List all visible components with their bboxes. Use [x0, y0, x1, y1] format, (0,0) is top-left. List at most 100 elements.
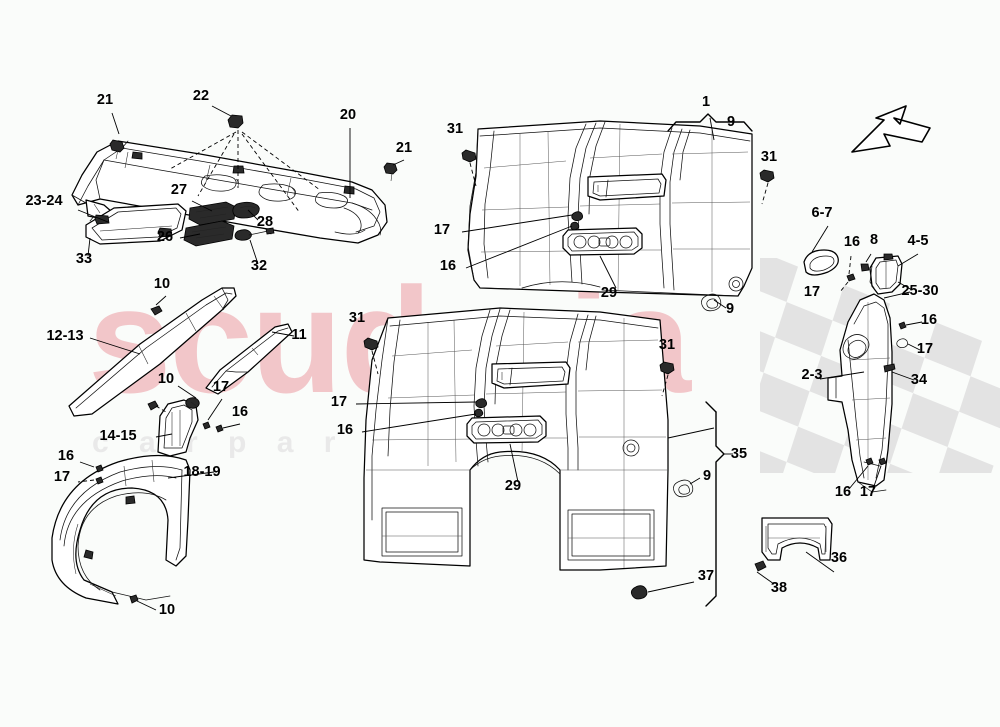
leader-35: [667, 427, 715, 439]
washer-17-above-arch: [77, 476, 104, 485]
leader-28: [247, 209, 259, 221]
leader-4-5: [897, 253, 919, 267]
clip-31-lower-right: [659, 361, 675, 397]
callout-16: 16: [440, 258, 456, 274]
leader-33: [87, 237, 91, 257]
callout-17: 17: [331, 394, 347, 410]
part-pillar-bracket-4-5: [869, 253, 903, 295]
bracket-35: [705, 401, 733, 607]
callout-34: 34: [911, 372, 927, 388]
leader-16-lower: [361, 413, 477, 433]
callout-25-30: 25-30: [901, 283, 938, 299]
leader-12-13: [89, 337, 141, 355]
clip-31-upper-right: [759, 169, 775, 205]
callout-16: 16: [835, 484, 851, 500]
pin-8-right: [860, 253, 872, 272]
callout-4-5: 4-5: [908, 233, 929, 249]
clip-31-upper-left: [461, 149, 477, 187]
fastener-22: [169, 114, 321, 214]
callout-17: 17: [860, 484, 876, 500]
callout-29: 29: [505, 478, 521, 494]
callout-20: 20: [340, 107, 356, 123]
nut-37: [630, 581, 695, 600]
callout-9: 9: [726, 301, 734, 317]
leader-25-30-b: [897, 281, 913, 291]
part-interior-handle-right-27: [188, 201, 237, 226]
callout-16: 16: [232, 404, 248, 420]
callout-10: 10: [154, 276, 170, 292]
callout-31: 31: [761, 149, 777, 165]
callout-36: 36: [831, 550, 847, 566]
leader-27: [191, 200, 213, 212]
callout-28: 28: [257, 214, 273, 230]
callout-37: 37: [698, 568, 714, 584]
leader-21-right: [392, 159, 405, 166]
leader-2-3: [819, 371, 865, 380]
part-rear-bulkhead-trim-upper: [467, 120, 753, 297]
leader-17-pillar: [207, 398, 223, 421]
leader-9-lower: [689, 477, 701, 485]
callout-27: 27: [171, 182, 187, 198]
clip-31-lower-left: [363, 337, 379, 375]
part-roof-rail-trim: [205, 323, 293, 395]
callout-10: 10: [159, 602, 175, 618]
clip-10-mid: [147, 400, 167, 413]
callout-16: 16: [337, 422, 353, 438]
washer-16-near-pillar: [215, 424, 224, 433]
callout-9: 9: [703, 468, 711, 484]
callout-14-15: 14-15: [99, 428, 136, 444]
leader-16-pillar: [222, 423, 241, 429]
callout-35: 35: [731, 446, 747, 462]
clip-10-upper: [150, 295, 167, 316]
callout-10: 10: [158, 371, 174, 387]
callout-17: 17: [804, 284, 820, 300]
part-a-pillar-trim: [68, 287, 237, 417]
part-retaining-clip-38: [754, 560, 775, 585]
part-wheel-arch-trim: [51, 454, 191, 605]
grommet-9-lower: [673, 479, 694, 498]
leader-29-lower: [509, 443, 519, 483]
callout-16: 16: [844, 234, 860, 250]
callout-22: 22: [193, 88, 209, 104]
callout-11: 11: [291, 327, 306, 343]
leader-6-7: [811, 225, 829, 253]
leader-26: [179, 233, 201, 239]
screw-17-near-pillar: [202, 421, 211, 430]
callout-17: 17: [54, 469, 70, 485]
callout-8: 8: [870, 232, 878, 248]
callout-21: 21: [396, 140, 412, 156]
leader-17-lower: [355, 401, 477, 405]
leader-23-24: [77, 209, 109, 223]
part-coat-hook-32: [234, 227, 275, 241]
bracket-1-9: [667, 113, 753, 141]
callout-12-13: 12-13: [46, 328, 83, 344]
forward-direction-arrow: [851, 105, 931, 153]
grommet-9-upper: [701, 293, 722, 312]
washer-17-pillar-bottom: [872, 457, 887, 490]
callout-2-3: 2-3: [802, 367, 823, 383]
callout-16: 16: [921, 312, 937, 328]
callout-31: 31: [447, 121, 463, 137]
screw-16-above-arch: [79, 461, 104, 473]
callout-16: 16: [58, 448, 74, 464]
part-console-surround-36: [761, 517, 835, 573]
leader-22: [211, 105, 232, 117]
screw-16-right: [839, 255, 856, 293]
part-lower-pillar-trim: [157, 397, 200, 457]
leader-11: [271, 331, 295, 337]
callout-26: 26: [157, 229, 173, 245]
callout-21: 21: [97, 92, 113, 108]
callout-29: 29: [601, 285, 617, 301]
callout-6-7: 6-7: [812, 205, 833, 221]
leader-29-upper: [599, 255, 617, 289]
fastener-21-left: [109, 139, 125, 160]
callout-17: 17: [434, 222, 450, 238]
callout-9: 9: [727, 114, 735, 130]
screw-16-pillar-bottom: [848, 457, 874, 490]
callout-17: 17: [213, 379, 229, 395]
callout-18-19: 18-19: [183, 464, 220, 480]
leader-21-left: [111, 112, 120, 135]
